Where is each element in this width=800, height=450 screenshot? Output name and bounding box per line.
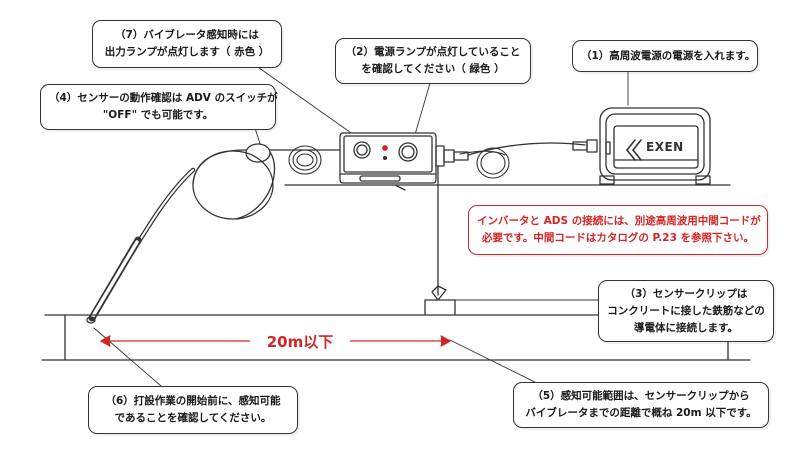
output-lamp-icon xyxy=(382,145,388,151)
callout-line: インバータと ADS の接続には、別途高周波用中間コードが xyxy=(477,215,761,227)
callout-line: （7）バイブレータ感知時には xyxy=(115,29,259,41)
chevron-left-icon xyxy=(626,139,636,161)
sensor-clip-wire xyxy=(431,165,447,301)
callout-sensor-check: （4）センサーの動作確認は ADV のスイッチが "OFF" でも可能です。 xyxy=(40,84,278,130)
cord-coil-right xyxy=(459,147,510,179)
brand-logo-text: EXEN xyxy=(646,140,684,154)
callout-pre-check: （6）打設作業の開始前に、感知可能 であることを確認してください。 xyxy=(88,386,298,434)
callout-line: （4）センサーの動作確認は ADV のスイッチが xyxy=(49,92,278,104)
power-cable xyxy=(467,142,586,156)
callout-line: （2）電源ランプが点灯していること xyxy=(345,46,521,58)
shelf xyxy=(284,184,731,191)
vibrator-hose xyxy=(86,167,196,324)
callout-power-lamp: （2）電源ランプが点灯していること を確認してください（ 緑色 ） xyxy=(335,38,531,84)
sensor-cable xyxy=(192,143,341,220)
callout-line: （1）高周波電源の電源を入れます。 xyxy=(581,49,756,62)
power-unit xyxy=(599,107,711,185)
callout-line: であることを確認してください。 xyxy=(114,412,272,424)
callout-power-on: （1）高周波電源の電源を入れます。 xyxy=(572,40,758,72)
cable-connector xyxy=(572,139,598,153)
callout-line: 出力ランプが点灯します（ 赤色 ） xyxy=(104,46,270,58)
callout-line: （3）センサークリップは xyxy=(624,287,748,300)
callout-line: "OFF" でも可能です。 xyxy=(102,109,214,121)
callout-sensor-clip: （3）センサークリップは コンクリートに接した鉄筋などの 導電体に接続します。 xyxy=(598,280,774,342)
callout-line: コンクリートに接した鉄筋などの xyxy=(607,304,765,317)
callout-detection-range: （5）感知可能範囲は、センサークリップから バイブレータまでの距離で概ね 20m… xyxy=(513,382,769,428)
callout-output-lamp: （7）バイブレータ感知時には 出力ランプが点灯します（ 赤色 ） xyxy=(92,20,282,68)
callout-intermediate-cord-note: インバータと ADS の接続には、別途高周波用中間コードが 必要です。中間コード… xyxy=(468,205,768,255)
callout-line: バイブレータまでの距離で概ね 20m 以下です。 xyxy=(525,407,757,419)
distance-label: 20m以下 xyxy=(250,331,350,353)
callout-line: を確認してください（ 緑色 ） xyxy=(361,63,505,75)
callout-line: 必要です。中間コードはカタログの P.23 を参照下さい。 xyxy=(481,232,755,244)
callout-line: （5）感知可能範囲は、センサークリップから xyxy=(532,390,750,402)
callout-line: （6）打設作業の開始前に、感知可能 xyxy=(105,395,281,407)
callout-line: 導電体に接続します。 xyxy=(634,321,738,334)
control-box xyxy=(339,132,469,184)
